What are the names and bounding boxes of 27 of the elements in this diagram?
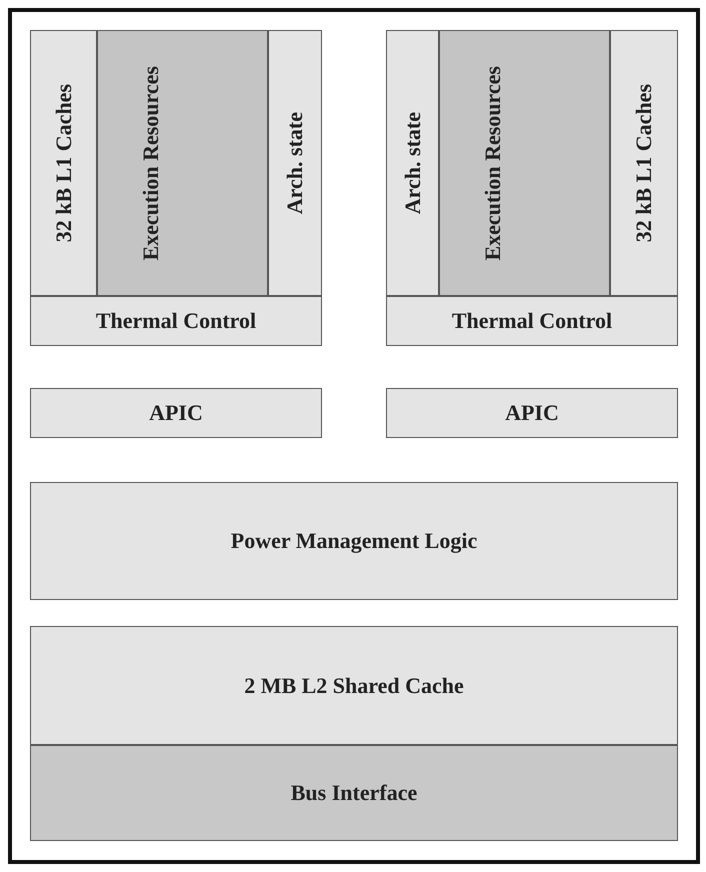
execution-block (97, 30, 268, 296)
cache-block (30, 626, 678, 745)
block-label: APIC (505, 400, 559, 426)
block-label: APIC (149, 400, 203, 426)
cache-block (30, 30, 97, 296)
block-label: Power Management Logic (230, 528, 478, 554)
apic-block (30, 388, 322, 438)
block-label: Execution Resources (138, 66, 164, 260)
cache-block (610, 30, 678, 296)
block-label: Execution Resources (480, 66, 506, 260)
state-block (386, 30, 439, 296)
block-label: Thermal Control (96, 308, 256, 334)
block-label: 32 kB L1 Caches (50, 84, 76, 242)
thermal-block (386, 296, 678, 346)
power-block (30, 482, 678, 600)
apic-block (386, 388, 678, 438)
state-block (268, 30, 322, 296)
chip-frame (8, 8, 700, 864)
execution-block (439, 30, 610, 296)
block-label: Bus Interface (290, 780, 418, 806)
block-label: Thermal Control (452, 308, 612, 334)
bus-block (30, 745, 678, 841)
block-label: 2 MB L2 Shared Cache (244, 672, 464, 698)
block-label: Arch. state (282, 112, 308, 214)
block-label: Arch. state (400, 112, 426, 214)
thermal-block (30, 296, 322, 346)
block-label: 32 kB L1 Caches (631, 84, 657, 242)
